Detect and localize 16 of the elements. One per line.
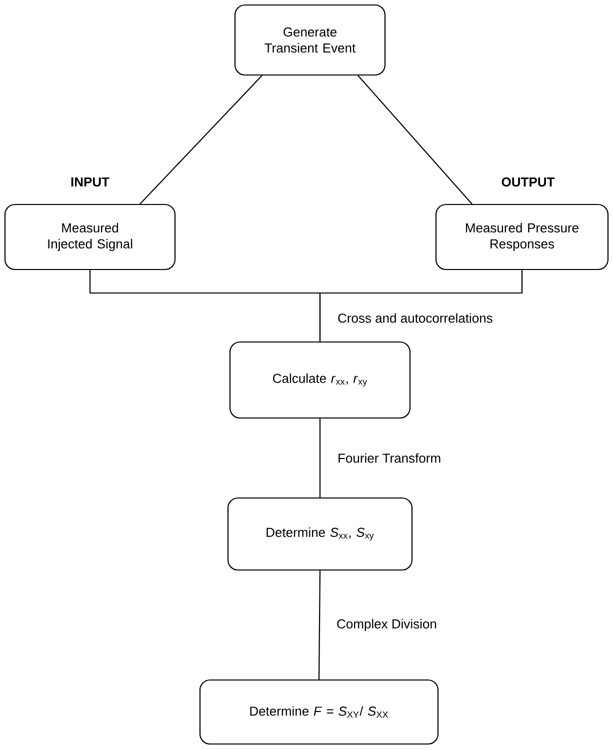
process-box: Determine S$_{xx}$, S$_{xy}$ bbox=[227, 497, 413, 571]
connector-line bbox=[319, 270, 523, 342]
edge-label: Fourier Transform bbox=[338, 453, 440, 463]
edge-label: Complex Division bbox=[337, 618, 436, 632]
side-label: OUTPUT bbox=[502, 177, 555, 187]
process-box: Measured Pressure Responses bbox=[435, 204, 609, 270]
process-box: Generate Transient Event bbox=[234, 4, 386, 76]
process-box: Determine F = S$_{XY}$/ S$_{XX}$ bbox=[199, 679, 439, 745]
connector-line bbox=[358, 75, 472, 204]
connector-line bbox=[318, 570, 321, 680]
process-box: Measured Injected Signal bbox=[4, 204, 176, 270]
side-label: INPUT bbox=[71, 177, 110, 187]
connector-line bbox=[319, 418, 321, 498]
process-box: Calculate r$_{xx}$, r$_{xy}$ bbox=[229, 341, 411, 419]
connector-line bbox=[140, 75, 262, 204]
edge-label: Cross and autocorrelations bbox=[338, 313, 492, 323]
